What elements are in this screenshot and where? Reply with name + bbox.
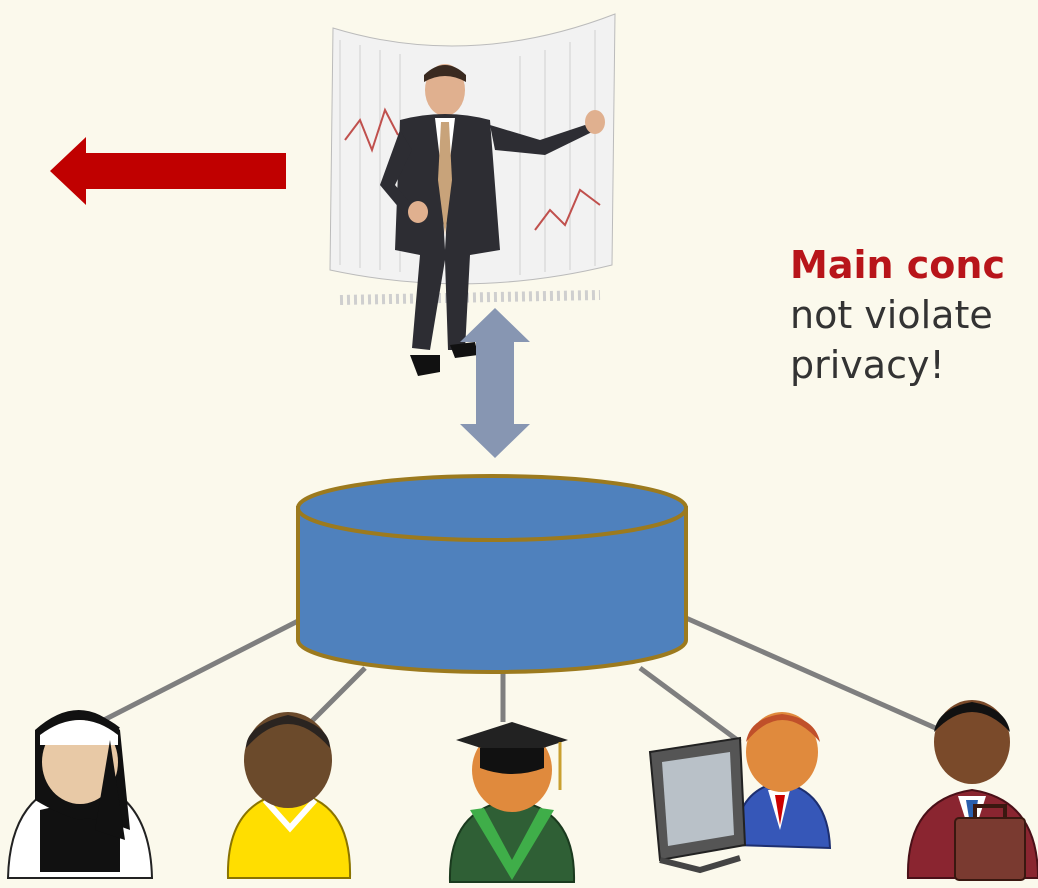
connector-lines: [98, 615, 942, 745]
concern-heading: Main conc: [790, 243, 1005, 287]
connector-user-5: [684, 615, 942, 733]
nun-user-icon: [6, 710, 154, 879]
concern-line-3: privacy!: [790, 343, 945, 387]
privacy-concern-text: Main conc not violate privacy!: [790, 240, 1038, 390]
computer-user-icon: [648, 712, 832, 874]
database-cylinder: [296, 474, 688, 674]
businessman-user-icon: [906, 700, 1038, 881]
graduate-user-icon: [448, 722, 576, 883]
double-arrow-icon: [460, 308, 530, 458]
connector-user-2: [303, 666, 367, 730]
concern-line-2: not violate: [790, 293, 993, 337]
analyst-photo: [329, 13, 616, 376]
left-arrow-icon: [50, 137, 286, 205]
connector-user-1: [98, 617, 302, 725]
yellow-user-icon: [226, 712, 352, 879]
connector-user-4: [638, 665, 742, 745]
